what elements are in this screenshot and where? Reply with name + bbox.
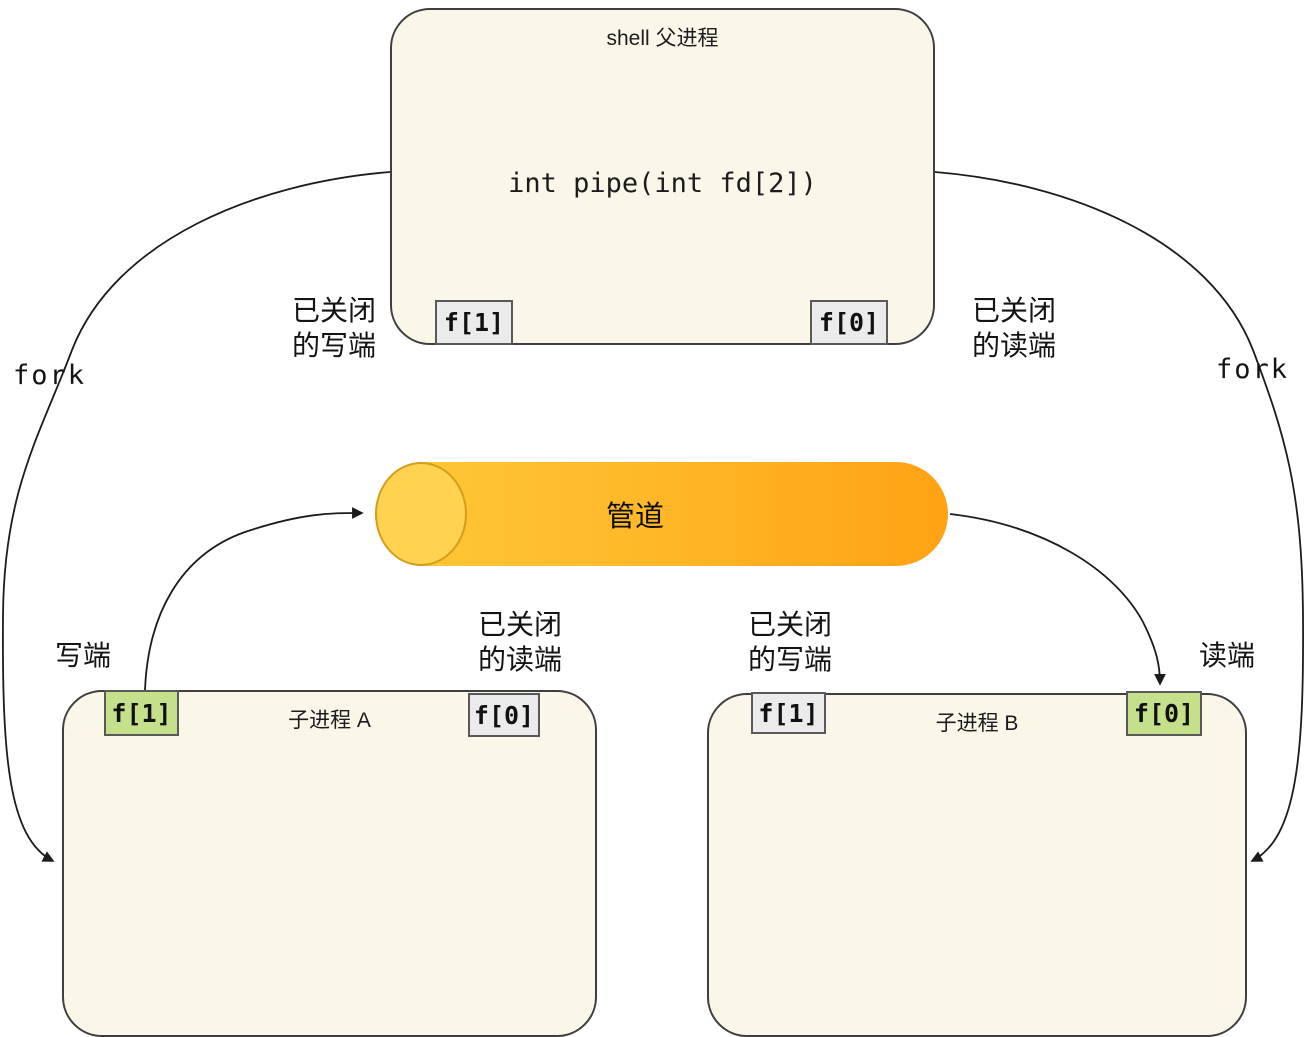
child-a-fd1-chip: f[1] [104,690,179,736]
child-a-title: 子进程 A [288,709,371,732]
parent-process-box: shell 父进程 int pipe(int fd[2]) [390,8,935,345]
pipe-syscall-code: int pipe(int fd[2]) [508,168,817,199]
fork-arrow-right [934,171,1304,862]
fork-label-left: fork [12,360,87,391]
pipe-to-read-end-arrow [949,513,1166,686]
parent-fd1-chip: f[1] [435,300,513,345]
child-a-fd0-chip: f[0] [468,693,540,737]
pipe-cylinder-cap [375,462,467,566]
child-b-fd1-chip: f[1] [751,692,826,734]
parent-fd0-chip: f[0] [810,300,888,345]
closed-write-end-label-top: 已关闭 的写端 [291,295,376,361]
child-b-process-box: 子进程 B [707,693,1247,1037]
closed-read-end-label-mid: 已关闭 的读端 [477,609,562,675]
read-end-label: 读端 [1198,640,1255,671]
closed-read-end-label-top: 已关闭 的读端 [971,295,1056,361]
child-b-title: 子进程 B [935,712,1019,735]
write-end-to-pipe-arrow [144,507,364,691]
fork-label-right: fork [1215,354,1290,385]
child-a-process-box: 子进程 A [62,690,597,1037]
parent-process-title: shell 父进程 [606,27,719,50]
pipe-cylinder [375,462,948,566]
write-end-label: 写端 [54,640,111,671]
child-b-fd0-chip: f[0] [1126,691,1202,736]
fork-arrow-left [2,171,391,862]
closed-write-end-label-mid: 已关闭 的写端 [747,609,832,675]
pipe-label: 管道 [605,501,664,533]
